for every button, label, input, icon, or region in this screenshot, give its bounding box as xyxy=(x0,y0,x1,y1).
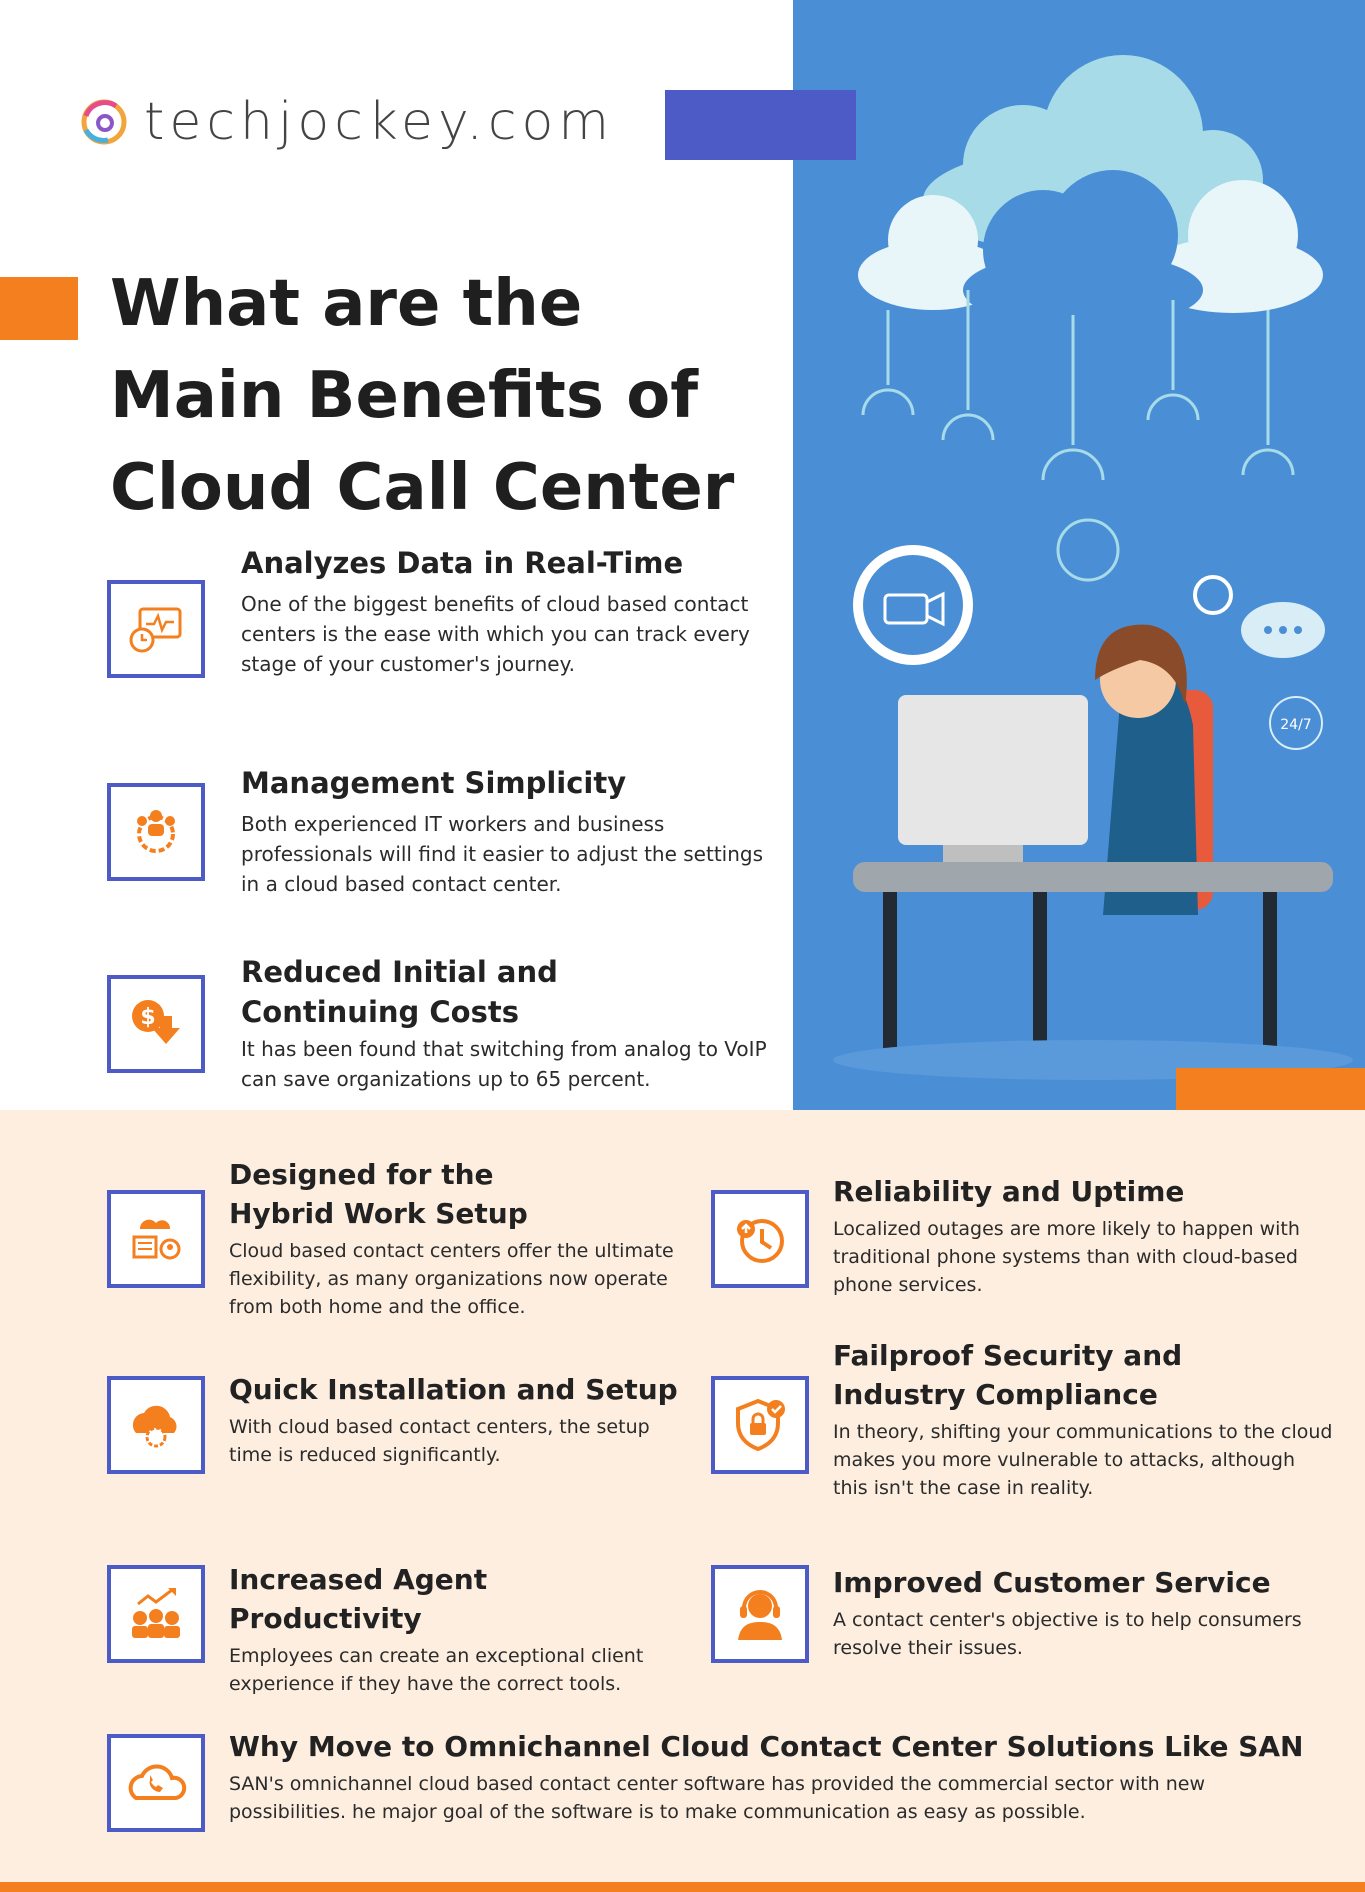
cloud-icon xyxy=(858,55,1323,328)
dollar-down-icon: $ xyxy=(107,975,205,1073)
benefit-text: Management Simplicity Both experienced I… xyxy=(241,763,771,899)
benefit-title: Analyzes Data in Real-Time xyxy=(241,546,684,580)
benefit-description: It has been found that switching from an… xyxy=(241,1037,767,1091)
benefit-title: Designed for the Hybrid Work Setup xyxy=(229,1158,528,1230)
monitor xyxy=(898,695,1088,845)
benefit-title: Failproof Security and Industry Complian… xyxy=(833,1339,1183,1411)
accent-block-blue xyxy=(665,90,856,160)
benefit-text: Improved Customer Service A contact cent… xyxy=(833,1563,1333,1662)
globe-icon xyxy=(1056,518,1120,582)
benefit-text: Why Move to Omnichannel Cloud Contact Ce… xyxy=(229,1727,1309,1826)
benefit-title: Quick Installation and Setup xyxy=(229,1373,678,1406)
benefit-text: Failproof Security and Industry Complian… xyxy=(833,1336,1333,1502)
logo-text: techjockey.com xyxy=(144,92,614,152)
team-gear-icon xyxy=(107,783,205,881)
call-center-illustration: 24/7 xyxy=(833,55,1353,1080)
benefit-title: Increased Agent Productivity xyxy=(229,1563,488,1635)
shield-lock-icon xyxy=(711,1376,809,1474)
realtime-analytics-icon xyxy=(107,580,205,678)
benefit-title: Improved Customer Service xyxy=(833,1566,1271,1599)
benefit-description: Localized outages are more likely to hap… xyxy=(833,1218,1300,1296)
svg-text:$: $ xyxy=(140,1005,155,1030)
benefit-text: Reliability and Uptime Localized outages… xyxy=(833,1172,1333,1299)
bottom-section: Designed for the Hybrid Work Setup Cloud… xyxy=(0,1110,1365,1882)
benefit-description: Employees can create an exceptional clie… xyxy=(229,1645,644,1695)
bottom-stripe xyxy=(0,1882,1365,1892)
benefit-text: Reduced Initial and Continuing Costs It … xyxy=(241,952,781,1094)
benefit-text: Quick Installation and Setup With cloud … xyxy=(229,1370,689,1469)
cloud-phone-icon xyxy=(107,1734,205,1832)
benefit-text: Increased Agent Productivity Employees c… xyxy=(229,1560,689,1698)
gear-icon xyxy=(1193,575,1233,615)
accent-block-orange xyxy=(0,277,78,340)
desk xyxy=(853,862,1333,892)
benefit-description: With cloud based contact centers, the se… xyxy=(229,1416,650,1466)
agent xyxy=(1103,662,1198,915)
cloud-gear-icon xyxy=(107,1376,205,1474)
benefit-description: One of the biggest benefits of cloud bas… xyxy=(241,592,750,676)
benefit-title: Management Simplicity xyxy=(241,766,627,800)
hybrid-work-icon xyxy=(107,1190,205,1288)
headset-icon xyxy=(861,290,1295,481)
benefit-text: Analyzes Data in Real-Time One of the bi… xyxy=(241,543,771,679)
headset-agent-icon xyxy=(711,1565,809,1663)
logo[interactable]: techjockey.com xyxy=(78,92,614,152)
techjockey-logo-icon xyxy=(81,99,127,145)
benefit-title: Why Move to Omnichannel Cloud Contact Ce… xyxy=(229,1730,1304,1763)
page-title: What are the Main Benefits of Cloud Call… xyxy=(110,267,735,525)
benefit-description: A contact center's objective is to help … xyxy=(833,1609,1302,1659)
benefit-description: Both experienced IT workers and business… xyxy=(241,812,764,896)
clock-uptime-icon xyxy=(711,1190,809,1288)
benefit-description: In theory, shifting your communications … xyxy=(833,1421,1333,1499)
badge-24-7: 24/7 xyxy=(1280,717,1311,733)
illustration-panel: 24/7 xyxy=(793,0,1365,1110)
benefit-description: Cloud based contact centers offer the ul… xyxy=(229,1240,674,1318)
benefit-title: Reduced Initial and Continuing Costs xyxy=(241,955,558,1029)
benefit-title: Reliability and Uptime xyxy=(833,1175,1185,1208)
benefit-description: SAN's omnichannel cloud based contact ce… xyxy=(229,1773,1206,1823)
productivity-icon xyxy=(107,1565,205,1663)
benefit-text: Designed for the Hybrid Work Setup Cloud… xyxy=(229,1155,699,1321)
